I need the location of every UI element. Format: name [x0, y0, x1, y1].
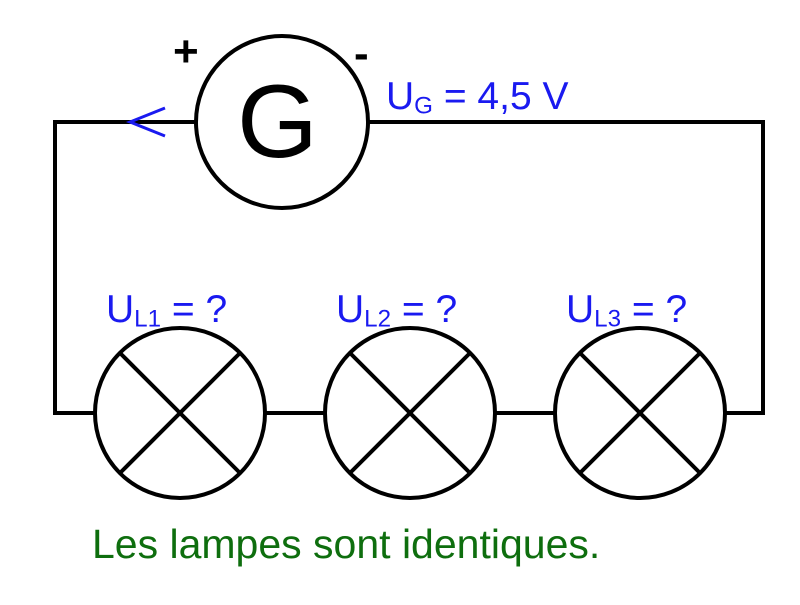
generator-voltage-value: = 4,5 V	[432, 75, 569, 118]
lamp-3-voltage-label: UL3 = ?	[566, 288, 688, 333]
wire-top-right	[367, 120, 765, 415]
lamp-1-voltage-subscript: L1	[134, 305, 162, 333]
lamp-2	[323, 326, 497, 500]
generator-voltage-symbol: U	[386, 75, 415, 118]
generator-letter: G	[237, 64, 318, 180]
generator-symbol	[194, 34, 370, 210]
lamp-3-voltage-symbol: U	[566, 288, 595, 331]
lamp-1-voltage-value: = ?	[161, 288, 228, 331]
lamp-3-voltage-value: = ?	[621, 288, 688, 331]
lamp-3	[553, 326, 727, 500]
lamp-1-voltage-symbol: U	[106, 288, 135, 331]
lamp-2-voltage-label: UL2 = ?	[336, 288, 458, 333]
caption: Les lampes sont identiques.	[92, 521, 601, 567]
generator-voltage-subscript: G	[414, 92, 433, 120]
lamp-2-voltage-symbol: U	[336, 288, 365, 331]
lamp-1	[93, 326, 267, 500]
current-arrow-icon	[125, 106, 166, 138]
lamp-2-voltage-value: = ?	[391, 288, 458, 331]
lamp-1-voltage-label: UL1 = ?	[106, 288, 228, 333]
lamp-2-voltage-subscript: L2	[364, 305, 392, 333]
generator-voltage-label: UG = 4,5 V	[386, 75, 569, 120]
lamp-3-voltage-subscript: L3	[594, 305, 622, 333]
wire-top-left	[53, 120, 195, 415]
generator-plus-sign: +	[173, 27, 199, 76]
generator-minus-sign: -	[354, 29, 369, 78]
